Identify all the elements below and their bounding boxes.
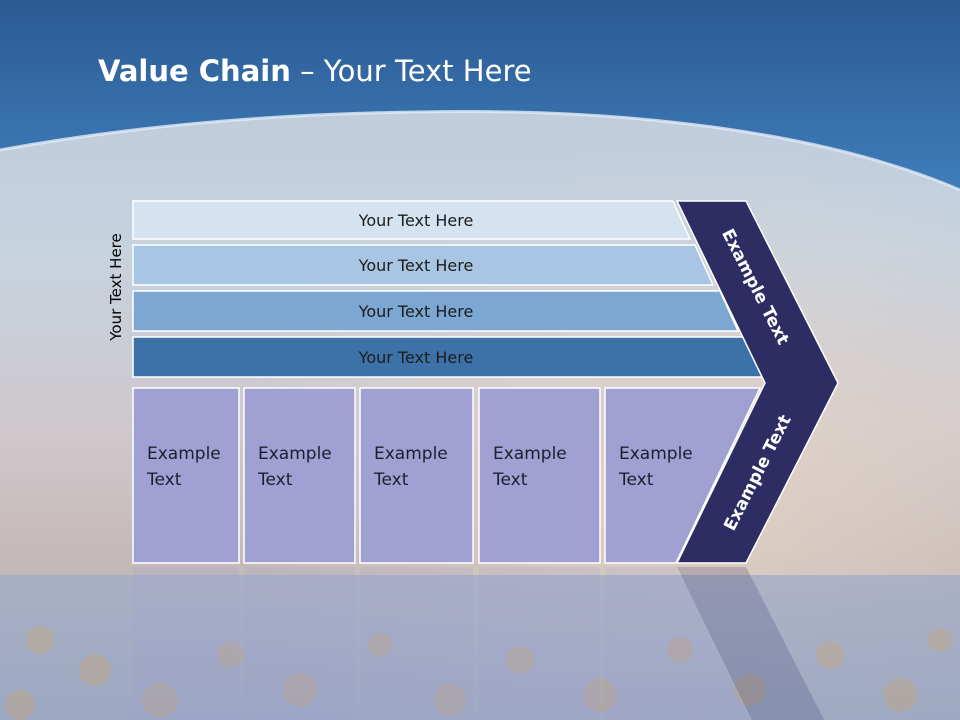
column-box-5 xyxy=(604,387,762,564)
chevron-shape xyxy=(675,200,839,564)
column-box-3 xyxy=(359,387,474,564)
slide-title: Value Chain – Your Text Here xyxy=(98,54,532,88)
reflection-column-1 xyxy=(133,567,239,720)
row-label-4: Your Text Here xyxy=(358,348,474,367)
column-label-3-line2: Text xyxy=(373,470,409,490)
column-label-5-line1: Example xyxy=(619,444,693,464)
column-label-4-line1: Example xyxy=(493,444,567,464)
row-label-2: Your Text Here xyxy=(358,256,474,275)
slide-title-rest: – Your Text Here xyxy=(290,54,532,88)
column-label-4-line2: Text xyxy=(492,470,528,490)
column-label-2-line2: Text xyxy=(257,470,293,490)
diagram-reflection xyxy=(133,567,825,720)
column-box-2 xyxy=(243,387,356,564)
column-label-2-line1: Example xyxy=(258,444,332,464)
reflection-column-4 xyxy=(479,567,600,720)
row-label-1: Your Text Here xyxy=(358,211,474,230)
reflection-column-5 xyxy=(605,567,750,720)
column-box-1 xyxy=(132,387,240,564)
row-bar-3 xyxy=(132,290,740,332)
column-box-4 xyxy=(478,387,601,564)
column-label-5-line2: Text xyxy=(618,470,654,490)
reflection-chevron xyxy=(677,567,825,720)
column-label-1-line1: Example xyxy=(147,444,221,464)
column-label-3-line1: Example xyxy=(374,444,448,464)
reflection-column-2 xyxy=(244,567,355,720)
slide-title-bold: Value Chain xyxy=(98,54,291,88)
column-label-1-line2: Text xyxy=(146,470,182,490)
row-label-3: Your Text Here xyxy=(358,302,474,321)
reflection-column-3 xyxy=(360,567,473,720)
row-bar-2 xyxy=(132,244,715,286)
row-bar-1 xyxy=(132,200,692,240)
